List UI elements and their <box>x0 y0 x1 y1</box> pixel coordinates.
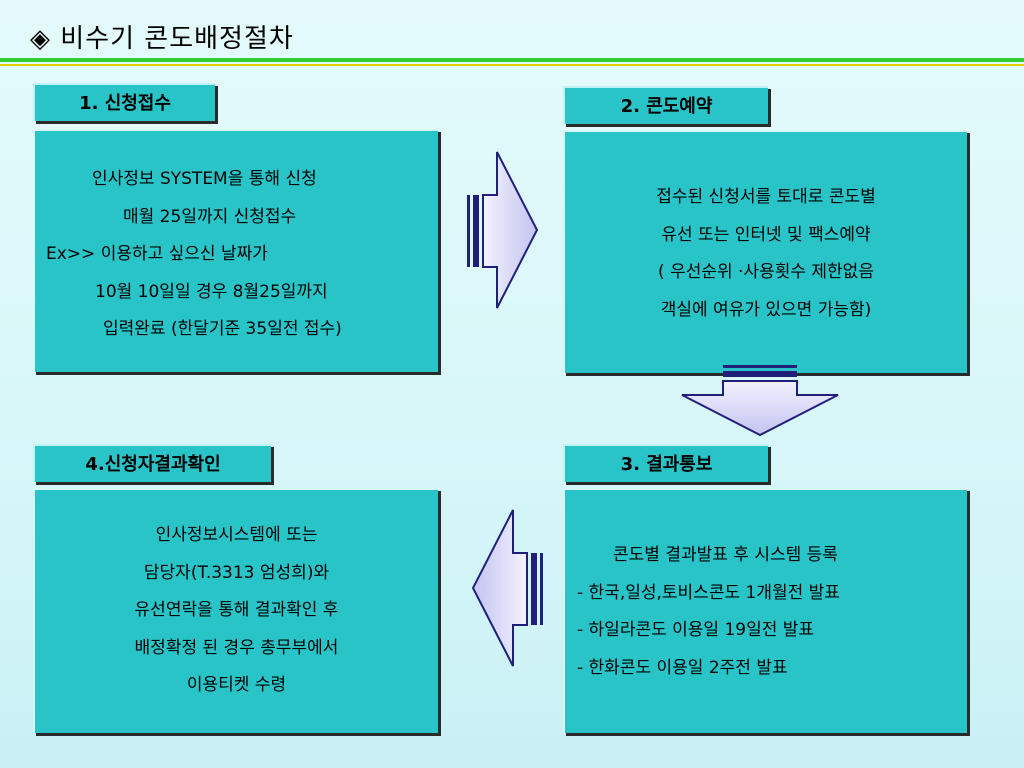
step-3-box: 콘도별 결과발표 후 시스템 등록 - 한국,일성,토비스콘도 1개월전 발표 … <box>563 488 967 733</box>
step-4-line-5: 이용티켓 수령 <box>186 675 287 695</box>
step-1-line-4: 10월 10일일 경우 8월25일까지 <box>95 281 328 302</box>
step-4-line-3: 유선연락을 통해 결과확인 후 <box>134 600 339 620</box>
step-4-line-4: 배정확정 된 경우 총무부에서 <box>134 637 339 658</box>
step-3-line-4: - 한화콘도 이용일 2주전 발표 <box>577 657 788 678</box>
step-1-line-3: Ex>> 이용하고 싶으신 날짜가 <box>46 244 268 264</box>
step-1-box: 인사정보 SYSTEM을 통해 신청 매월 25일까지 신청접수 Ex>> 이용… <box>33 129 438 372</box>
step-1-label: 1. 신청접수 <box>33 83 215 121</box>
step-2-line-1: 접수된 신청서를 토대로 콘도별 <box>656 187 876 207</box>
title-underline-green <box>0 58 1024 62</box>
step-2-box: 접수된 신청서를 토대로 콘도별 유선 또는 인터넷 및 팩스예약 ( 우선순위… <box>563 130 967 373</box>
title-underline-yellow <box>0 64 1024 66</box>
step-1-line-5: 입력완료 (한달기준 35일전 접수) <box>103 319 342 339</box>
step-3-label: 3. 결과통보 <box>563 444 768 482</box>
step-3-line-2: - 한국,일성,토비스콘도 1개월전 발표 <box>577 582 840 603</box>
step-2-line-2: 유선 또는 인터넷 및 팩스예약 <box>661 224 871 245</box>
step-4-label: 4.신청자결과확인 <box>33 444 271 482</box>
step-2-line-3: ( 우선순위 ·사용횟수 제한없음 <box>658 262 874 282</box>
step-4-line-1: 인사정보시스템에 또는 <box>155 525 318 545</box>
step-2-label: 2. 콘도예약 <box>563 86 768 124</box>
right-arrow-icon <box>467 151 539 309</box>
step-3-line-3: - 하일라콘도 이용일 19일전 발표 <box>577 620 815 640</box>
step-3-line-1: 콘도별 결과발표 후 시스템 등록 <box>613 545 838 565</box>
step-4-line-2: 담당자(T.3313 엄성희)와 <box>143 562 330 583</box>
step-1-line-1: 인사정보 SYSTEM을 통해 신청 <box>92 169 317 189</box>
page-title: ◈ 비수기 콘도배정절차 <box>30 24 294 54</box>
step-4-box: 인사정보시스템에 또는 담당자(T.3313 엄성희)와 유선연락을 통해 결과… <box>33 488 438 733</box>
step-1-line-2: 매월 25일까지 신청접수 <box>123 206 297 227</box>
left-arrow-icon <box>471 509 543 667</box>
step-2-line-4: 객실에 여유가 있으면 가능함) <box>660 299 872 320</box>
down-arrow-icon <box>681 365 839 437</box>
